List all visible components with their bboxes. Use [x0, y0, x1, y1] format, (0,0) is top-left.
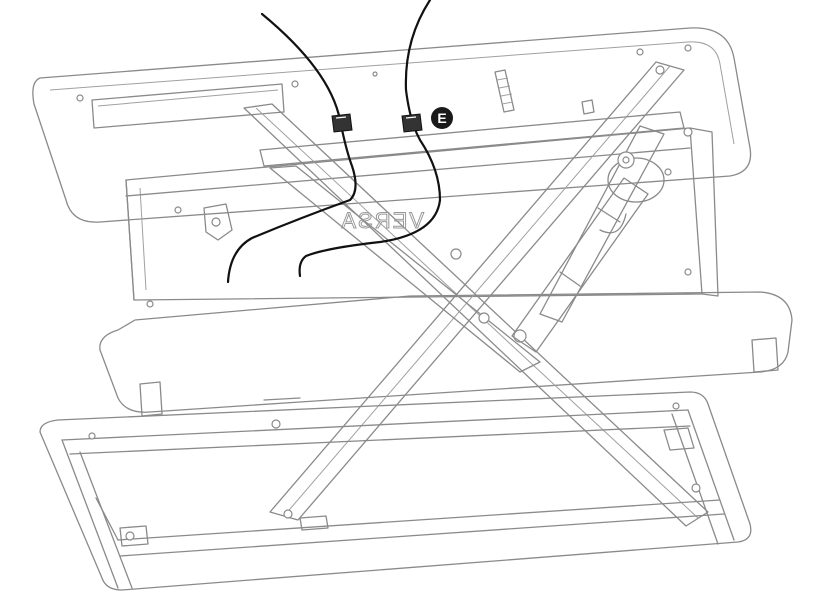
power-cables [226, 0, 442, 284]
handle-slot [91, 83, 285, 129]
callout-e: E [431, 107, 453, 129]
cross-bar-upper [259, 111, 685, 167]
pivot-center [271, 65, 693, 519]
cable-clip-right [401, 113, 423, 133]
cable-clip-left [331, 113, 353, 133]
keyboard-tray [99, 291, 793, 417]
bottom-base-frame [39, 391, 752, 591]
callout-label: E [437, 110, 446, 126]
callout-circle [431, 107, 453, 129]
secondary-arm [269, 125, 665, 373]
height-lock-rack [494, 69, 595, 115]
gas-spring [511, 151, 665, 353]
inner-base-frame [125, 127, 719, 308]
top-work-surface [32, 27, 752, 223]
scissor-arm-a [243, 103, 709, 527]
bracket-left [203, 203, 233, 241]
brand-lettering: VERSA [339, 208, 425, 234]
svg-text:VERSA: VERSA [339, 208, 424, 233]
